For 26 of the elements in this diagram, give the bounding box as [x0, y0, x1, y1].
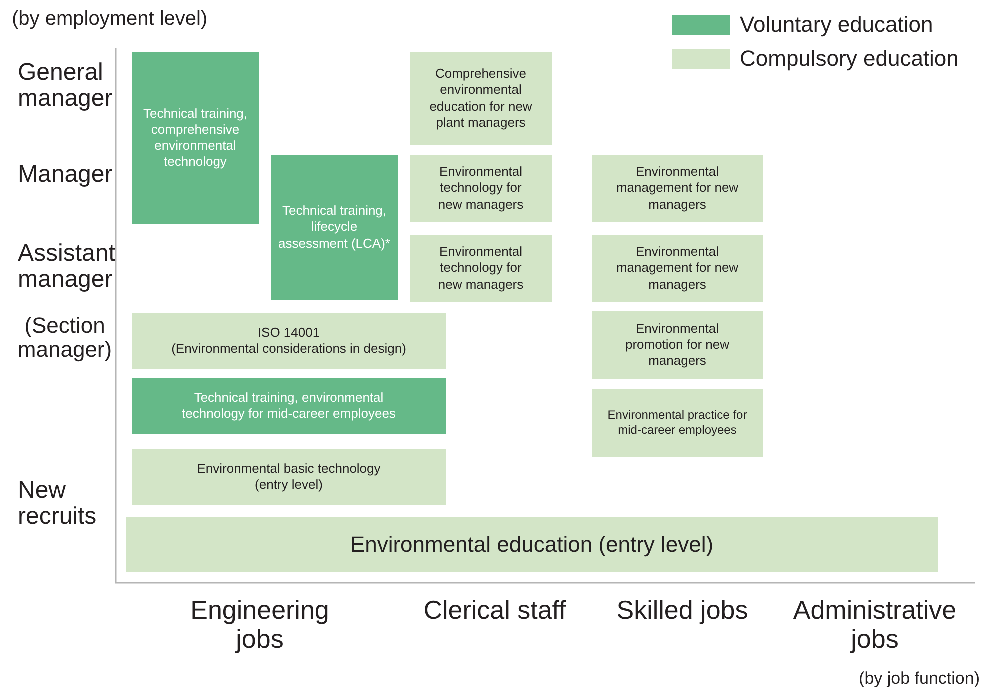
row-label: New recruits: [18, 478, 98, 531]
row-label: Assistant manager: [18, 241, 116, 294]
column-label: Administrative jobs: [792, 596, 958, 654]
legend-label: Voluntary education: [740, 12, 934, 38]
row-label: (Section manager): [16, 314, 114, 362]
course-box: Comprehensive environmental education for new plant managers: [410, 52, 552, 145]
course-box: Technical training, comprehensive environmental technology: [132, 52, 259, 224]
course-box: Environmental technology for new managers: [410, 235, 552, 302]
axis-title: (by employment level): [12, 8, 209, 30]
course-box: Technical training, environmental technology for mid-career employees: [132, 378, 446, 434]
column-label: Skilled jobs: [616, 596, 750, 625]
course-box: ISO 14001 (Environmental considerations in design): [132, 313, 446, 369]
course-box: Environmental promotion for new managers: [592, 311, 763, 379]
column-label: Clerical staff: [422, 596, 568, 625]
course-box: Technical training, lifecycle assessment (LCA)*: [271, 155, 398, 300]
column-label: Engineering jobs: [190, 596, 330, 654]
row-label: General manager: [18, 60, 114, 113]
course-box: Environmental basic technology (entry level): [132, 449, 446, 505]
row-label: Manager: [18, 162, 114, 188]
course-box: Environmental technology for new managers: [410, 155, 552, 222]
axis-title: (by job function): [858, 670, 980, 689]
legend-label: Compulsory education: [740, 46, 959, 72]
course-box: Environmental management for new managers: [592, 235, 763, 302]
course-box: Environmental education (entry level): [126, 517, 938, 572]
course-box: Environmental management for new managers: [592, 155, 763, 222]
course-box: Environmental practice for mid-career employees: [592, 389, 763, 457]
